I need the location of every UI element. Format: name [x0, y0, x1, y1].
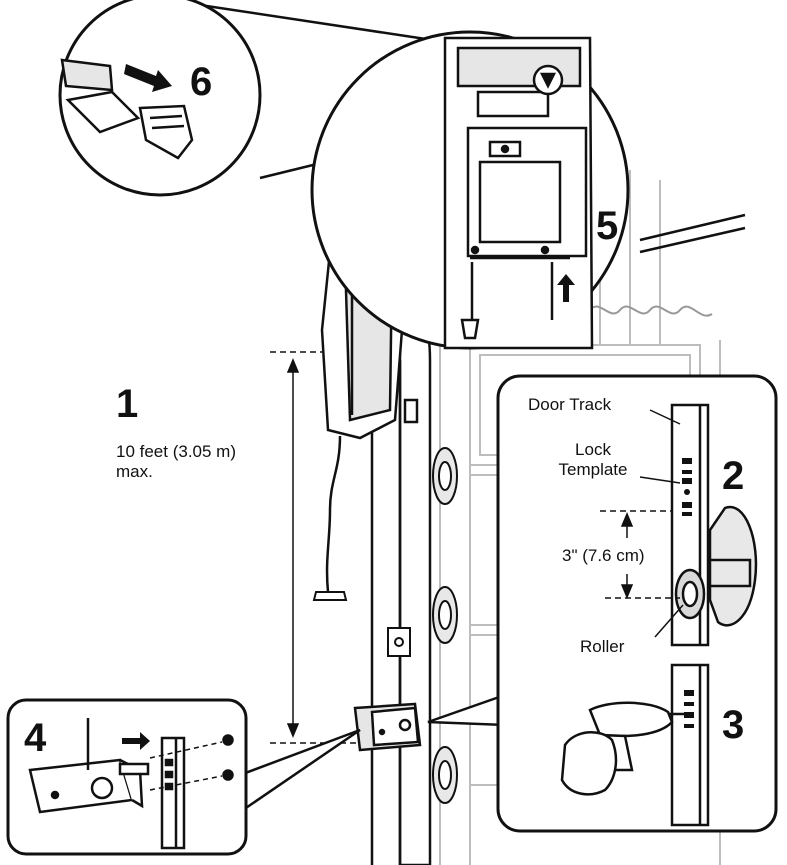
drill — [560, 701, 690, 796]
roller-label: Roller — [580, 637, 625, 656]
roller-bracket-upper — [432, 447, 458, 505]
magnifier-connector — [58, 0, 262, 197]
step-number-3: 3 — [722, 703, 745, 747]
step-number-5: 5 — [596, 204, 619, 248]
unit-interior — [443, 36, 594, 350]
distance-label-line1: 10 feet (3.05 m) — [116, 442, 237, 461]
spacing-dimension — [600, 510, 680, 599]
lock-template-line2: Template — [558, 459, 628, 479]
power-plug — [312, 591, 348, 601]
installed-lock — [353, 702, 422, 752]
step-number-1: 1 — [116, 382, 139, 426]
screws — [149, 734, 234, 791]
power-cord — [325, 435, 342, 593]
detail-lock — [28, 718, 150, 814]
overhead-rail — [639, 213, 746, 254]
detail-track-small — [160, 736, 186, 850]
label-leaders — [639, 409, 684, 638]
dimension-line — [270, 351, 360, 744]
step-number-2: 2 — [722, 454, 745, 498]
distance-label: 10 feet (3.05 m) max. — [116, 442, 236, 481]
door-track-label: Door Track — [528, 395, 612, 414]
lock-template — [682, 458, 692, 516]
track-bracket-hole — [387, 627, 411, 657]
spacing-label: 3" (7.6 cm) — [562, 546, 645, 565]
lock-template-label: Lock Template — [548, 440, 638, 479]
arrow-up-step5 — [557, 274, 575, 302]
connector-detail — [60, 58, 194, 160]
roller-detail — [674, 505, 758, 627]
lock-template-line1: Lock — [575, 440, 611, 459]
roller-bracket-middle — [432, 586, 458, 644]
step-number-6: 6 — [190, 60, 213, 104]
arrow-step4 — [122, 732, 150, 750]
roller-bracket-lower — [432, 746, 458, 804]
step-number-4: 4 — [24, 716, 47, 760]
arrow-step6 — [124, 64, 172, 92]
distance-label-line2: max. — [116, 461, 153, 481]
